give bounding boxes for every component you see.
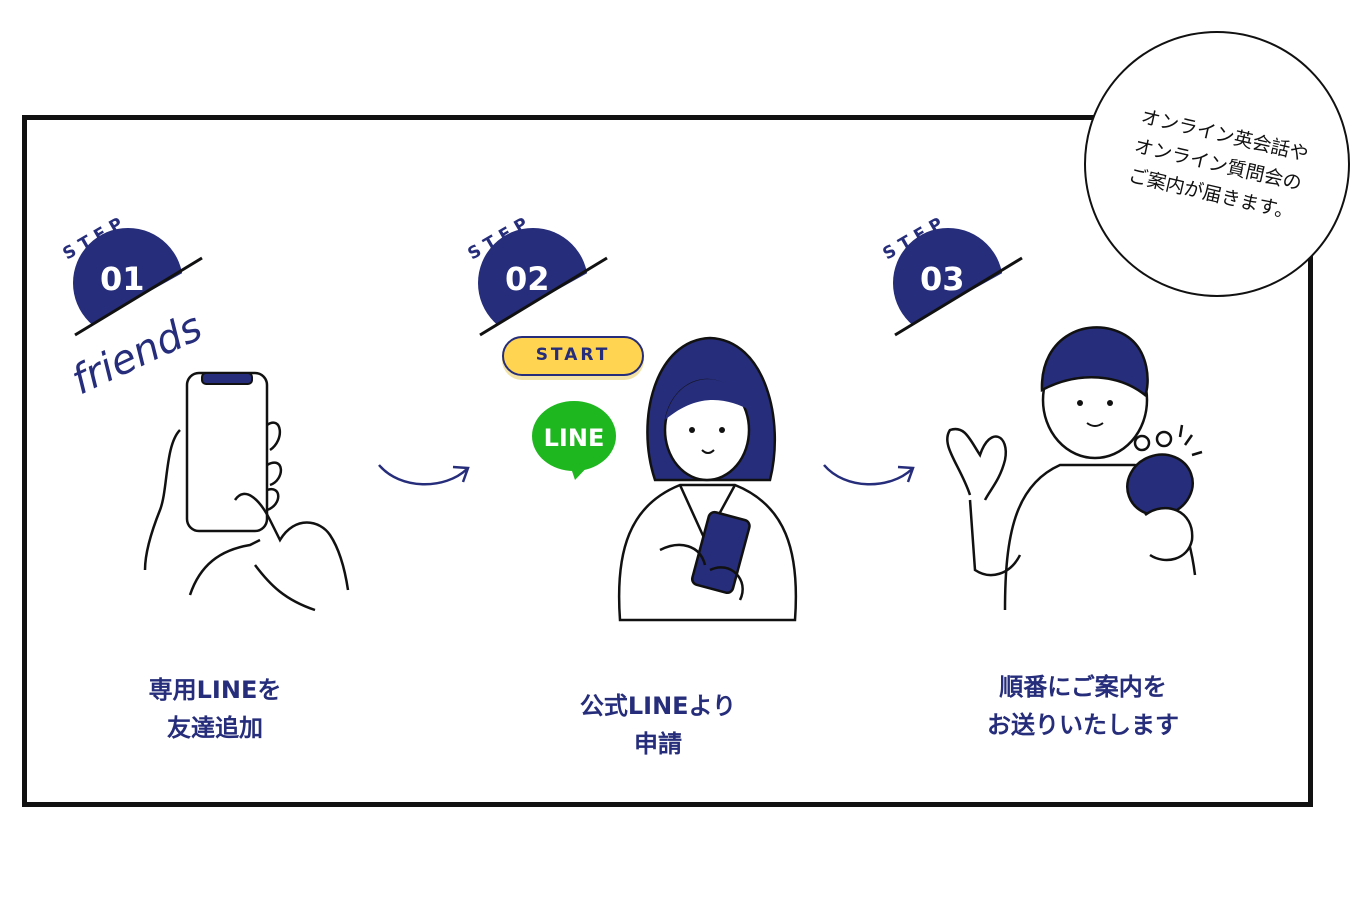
steps-frame xyxy=(22,115,1313,807)
step-number: 03 xyxy=(920,260,965,298)
caption-line: お送りいたします xyxy=(987,711,1179,739)
step-number: 02 xyxy=(505,260,550,298)
step-01-caption: 専用LINEを 友達追加 xyxy=(65,671,365,747)
arrow-icon xyxy=(378,464,470,486)
line-logo-icon: LINE xyxy=(532,401,616,480)
step-badge-01: STEP 01 xyxy=(60,211,203,338)
step-03-caption: 順番にご案内を お送りいたします xyxy=(933,668,1233,744)
caption-line: 公式LINEより xyxy=(579,692,737,720)
info-bubble xyxy=(1084,31,1350,297)
caption-line: 順番にご案内を xyxy=(999,673,1167,701)
step-badge-02: STEP 02 xyxy=(465,211,608,338)
step-02-caption: 公式LINEより 申請 xyxy=(508,687,808,763)
arrow-icon xyxy=(823,464,915,486)
man-with-wallet-illustration xyxy=(946,326,1203,611)
caption-line: 申請 xyxy=(634,730,682,758)
step-badge-03: STEP 03 xyxy=(880,211,1023,338)
caption-line: 友達追加 xyxy=(167,714,263,742)
caption-line: 専用LINEを xyxy=(148,676,282,704)
phone-hand-illustration: friends xyxy=(70,315,350,612)
woman-with-phone-illustration xyxy=(617,336,798,622)
line-logo-text: LINE xyxy=(544,424,605,452)
start-button[interactable]: START xyxy=(502,336,644,376)
step-number: 01 xyxy=(100,260,145,298)
